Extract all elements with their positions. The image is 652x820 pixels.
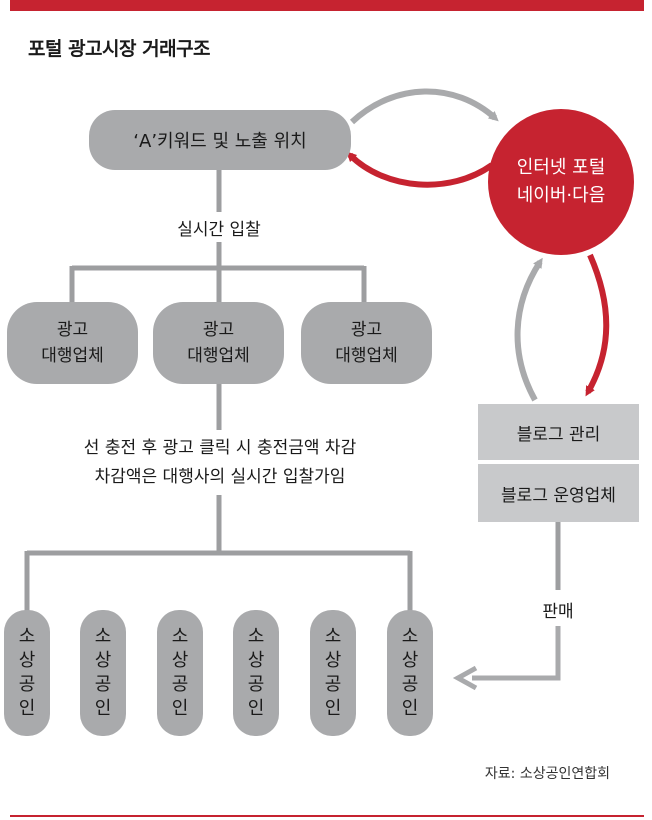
small-business-label: 소상공인 bbox=[401, 626, 419, 719]
agency-box: 광고 대행업체 bbox=[153, 302, 284, 384]
portal-line2: 네이버·다음 bbox=[516, 185, 606, 206]
portal-line1: 인터넷 포털 bbox=[516, 157, 606, 178]
sale-label: 판매 bbox=[542, 602, 574, 622]
keyword-to-portal-arrow bbox=[349, 88, 499, 125]
diagram-title: 포털 광고시장 거래구조 bbox=[28, 38, 211, 60]
agency-box: 광고 대행업체 bbox=[301, 302, 432, 384]
small-business-box: 소상공인 bbox=[80, 610, 126, 736]
agency-label-line2: 대행업체 bbox=[41, 346, 104, 366]
top-accent-bar bbox=[10, 0, 644, 11]
source-note: 자료: 소상공인연합회 bbox=[484, 766, 610, 782]
small-business-label: 소상공인 bbox=[324, 626, 342, 719]
portal-to-keyword-arrow bbox=[346, 151, 494, 188]
bottom-accent-bar bbox=[10, 815, 644, 817]
small-business-label: 소상공인 bbox=[247, 626, 265, 719]
small-business-box: 소상공인 bbox=[387, 610, 433, 736]
blog-to-portal-arrow bbox=[514, 257, 543, 402]
bid-label: 실시간 입찰 bbox=[177, 220, 261, 240]
blog-manage-box: 블로그 관리 bbox=[478, 404, 639, 460]
small-business-label: 소상공인 bbox=[18, 626, 36, 719]
keyword-position-box: ‘A’키워드 및 노출 위치 bbox=[89, 110, 351, 170]
small-business-box: 소상공인 bbox=[157, 610, 203, 736]
sale-arrowhead bbox=[452, 665, 478, 691]
agency-label-line1: 광고 bbox=[350, 320, 383, 340]
portal-circle: 인터넷 포털 네이버·다음 bbox=[488, 109, 634, 255]
agency-label-line1: 광고 bbox=[202, 320, 235, 340]
agency-box: 광고 대행업체 bbox=[7, 302, 138, 384]
charge-note-line1: 선 충전 후 광고 클릭 시 충전금액 차감 bbox=[83, 438, 357, 458]
blog-operator-label: 블로그 운영업체 bbox=[501, 485, 616, 506]
small-business-label: 소상공인 bbox=[94, 626, 112, 719]
agency-label-line2: 대행업체 bbox=[335, 346, 398, 366]
small-business-box: 소상공인 bbox=[233, 610, 279, 736]
blog-operator-box: 블로그 운영업체 bbox=[478, 464, 639, 522]
sale-arrow-line bbox=[472, 626, 561, 681]
charge-note: 선 충전 후 광고 클릭 시 충전금액 차감 차감액은 대행사의 실시간 입찰가… bbox=[20, 434, 420, 492]
charge-note-line2: 차감액은 대행사의 실시간 입찰가임 bbox=[94, 467, 346, 487]
small-business-label: 소상공인 bbox=[171, 626, 189, 719]
small-business-box: 소상공인 bbox=[310, 610, 356, 736]
blog-manage-label: 블로그 관리 bbox=[516, 424, 601, 445]
agency-label-line2: 대행업체 bbox=[187, 346, 250, 366]
agency-label-line1: 광고 bbox=[56, 320, 89, 340]
portal-to-blog-arrow bbox=[585, 253, 610, 397]
small-business-box: 소상공인 bbox=[4, 610, 50, 736]
keyword-position-label: ‘A’키워드 및 노출 위치 bbox=[133, 131, 307, 152]
